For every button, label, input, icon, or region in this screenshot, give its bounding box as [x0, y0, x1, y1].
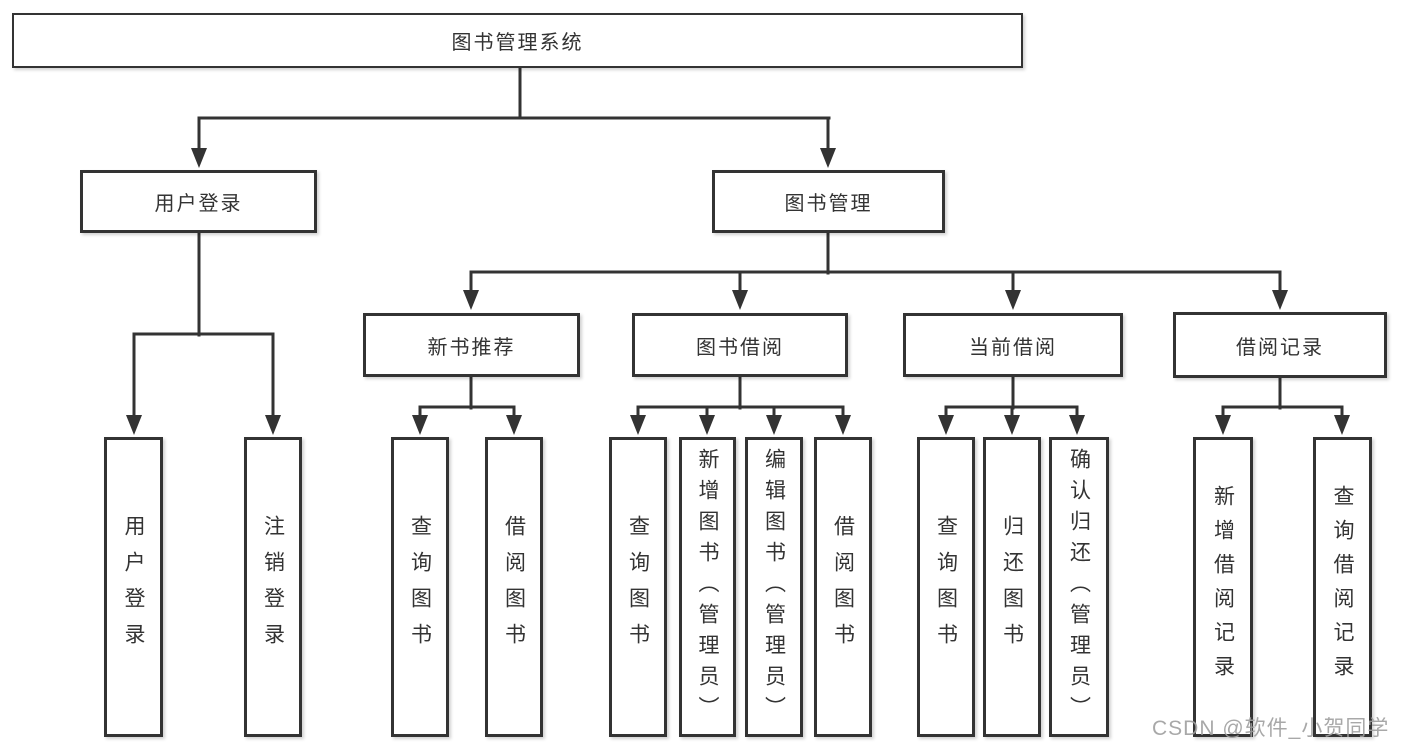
leaf-record-query: 查询借阅记录	[1313, 437, 1372, 737]
leaf-newbook-borrow: 借阅图书	[485, 437, 543, 737]
leaf-record-query-label: 查询借阅记录	[1331, 485, 1354, 689]
leaf-current-query-label: 查询图书	[934, 515, 958, 659]
leaf-borrow-query-label: 查询图书	[626, 515, 650, 659]
node-borrowing-records: 借阅记录	[1173, 312, 1387, 378]
node-library-management-system: 图书管理系统	[12, 13, 1023, 68]
leaf-borrow-query: 查询图书	[609, 437, 667, 737]
node-current-borrowing: 当前借阅	[903, 313, 1123, 377]
node-user-login: 用户登录	[80, 170, 317, 233]
leaf-borrow-edit-admin-label: 编辑图书（管理员）	[762, 447, 786, 727]
leaf-borrow-borrow-label: 借阅图书	[831, 515, 855, 659]
csdn-watermark: CSDN @软件_小贺同学	[1152, 717, 1390, 740]
leaf-newbook-query-label: 查询图书	[408, 515, 432, 659]
leaf-confirm-return-admin-label: 确认归还（管理员）	[1067, 447, 1091, 727]
leaf-borrow-add-admin: 新增图书（管理员）	[679, 437, 736, 737]
leaf-borrow-edit-admin: 编辑图书（管理员）	[745, 437, 803, 737]
leaf-current-return: 归还图书	[983, 437, 1041, 737]
leaf-newbook-query: 查询图书	[391, 437, 449, 737]
leaf-confirm-return-admin: 确认归还（管理员）	[1049, 437, 1109, 737]
leaf-user-login: 用户登录	[104, 437, 163, 737]
leaf-borrow-borrow: 借阅图书	[814, 437, 872, 737]
leaf-current-query: 查询图书	[917, 437, 975, 737]
node-book-management: 图书管理	[712, 170, 945, 233]
leaf-record-add-label: 新增借阅记录	[1211, 485, 1235, 689]
leaf-borrow-add-admin-label: 新增图书（管理员）	[696, 447, 719, 727]
leaf-record-add: 新增借阅记录	[1193, 437, 1253, 737]
node-new-book-recommend: 新书推荐	[363, 313, 580, 377]
leaf-newbook-borrow-label: 借阅图书	[502, 515, 526, 659]
leaf-logout-label: 注销登录	[261, 515, 285, 659]
node-book-borrowing: 图书借阅	[632, 313, 848, 377]
leaf-current-return-label: 归还图书	[1000, 515, 1024, 659]
leaf-user-login-label: 用户登录	[122, 515, 145, 659]
leaf-logout: 注销登录	[244, 437, 302, 737]
